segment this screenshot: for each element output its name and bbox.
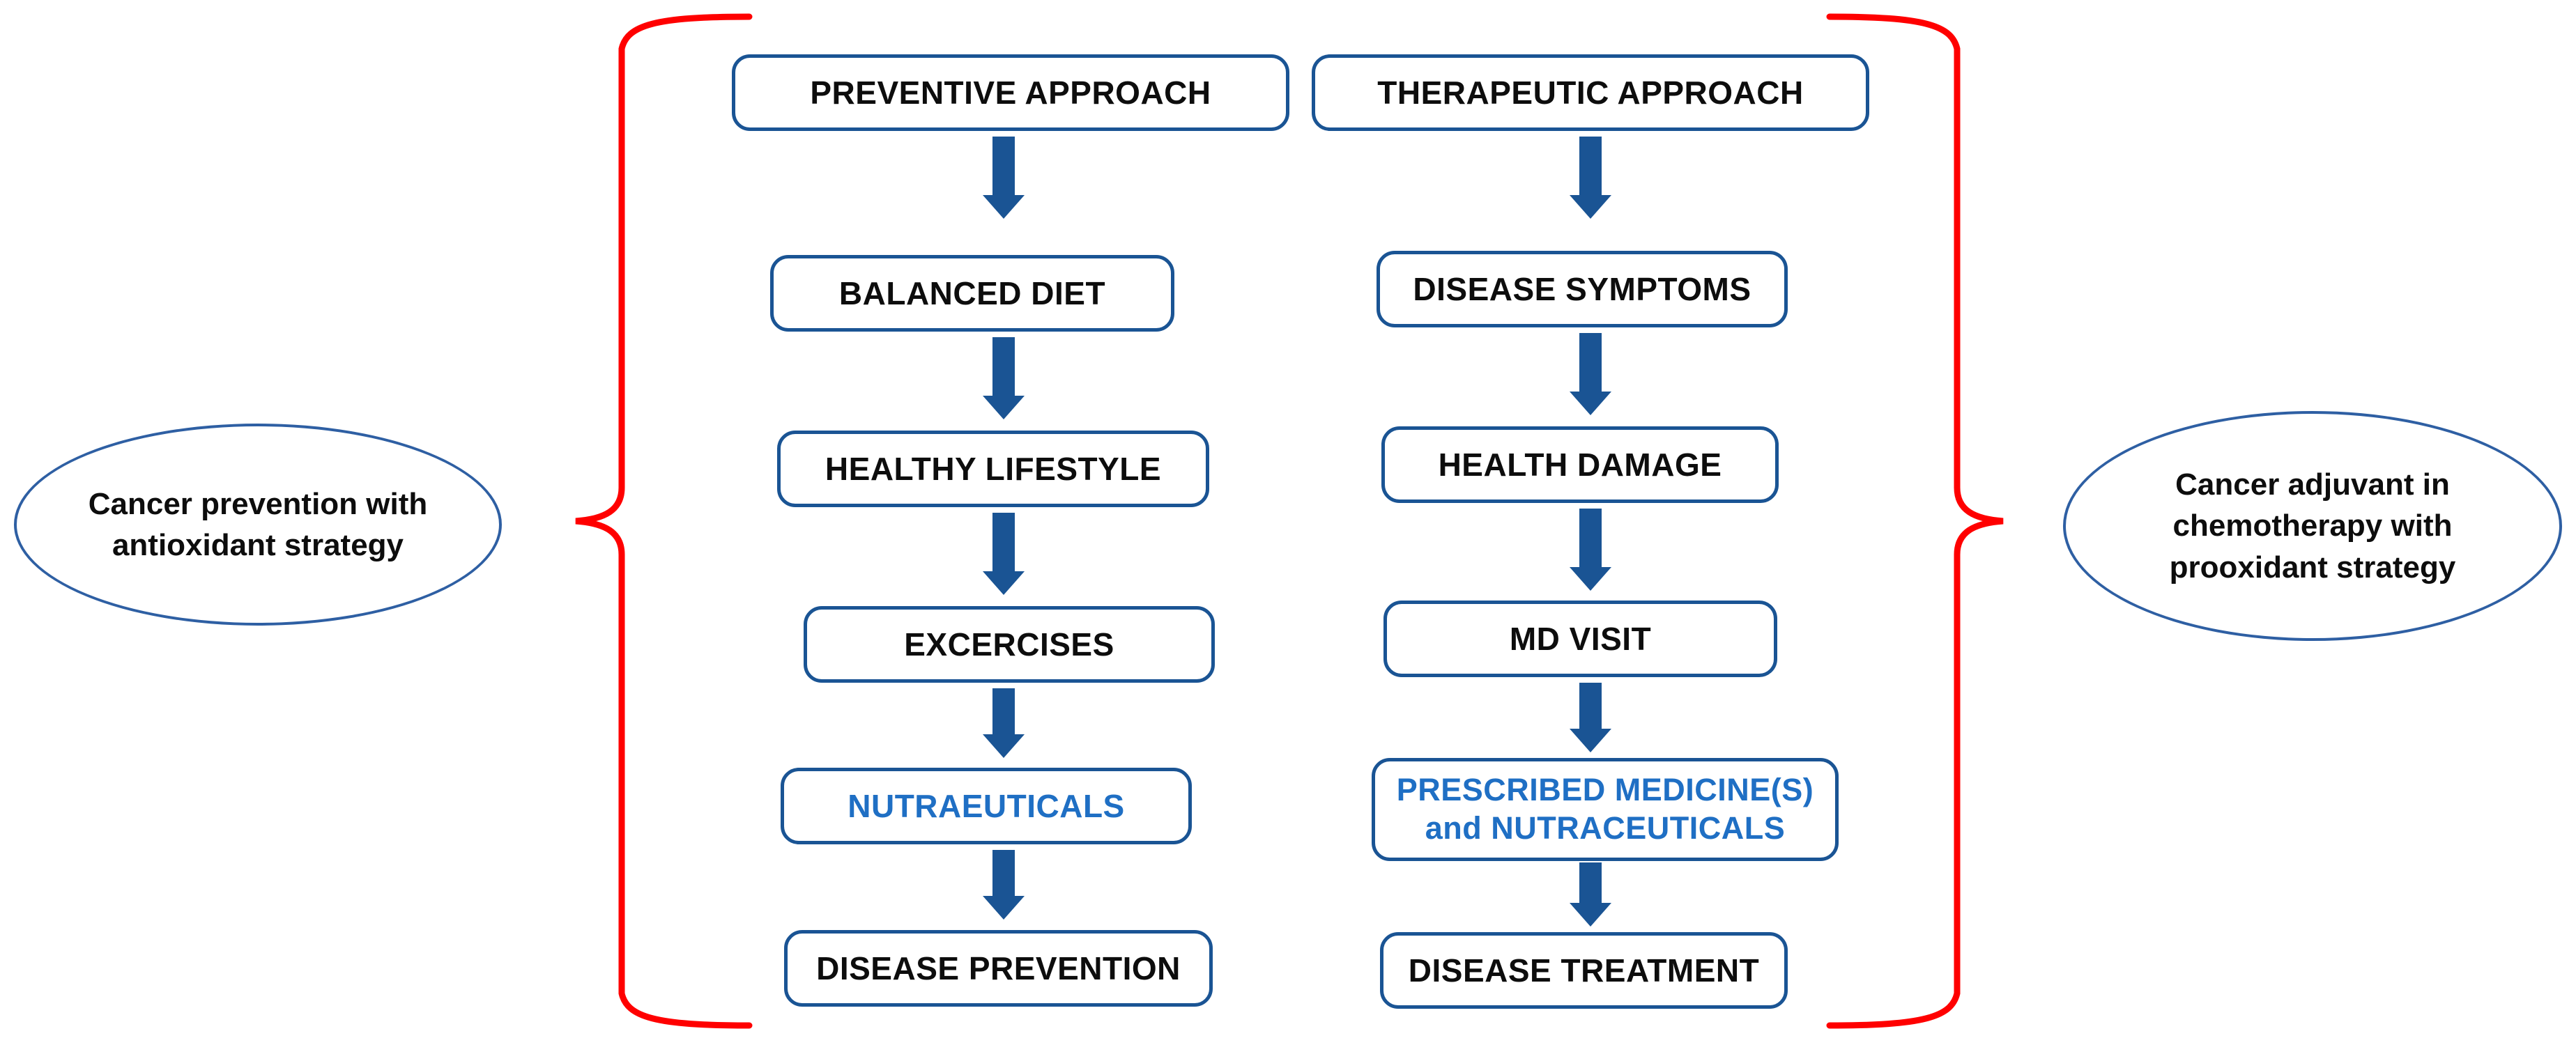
right-header-box[interactable]: THERAPEUTIC APPROACH: [1312, 54, 1869, 131]
right-step-label-4: PRESCRIBED MEDICINE(S) and NUTRACEUTICAL…: [1396, 772, 1814, 846]
left-header-label: PREVENTIVE APPROACH: [810, 74, 1211, 111]
left-step-box-2[interactable]: HEALTHY LIFESTYLE: [777, 431, 1209, 507]
right-arrow-2: [1549, 333, 1632, 415]
callout-ellipse-left: Cancer prevention with antioxidant strat…: [14, 424, 502, 626]
right-header-label: THERAPEUTIC APPROACH: [1377, 74, 1804, 111]
right-arrow-4: [1549, 683, 1632, 752]
left-arrow-1: [962, 137, 1045, 219]
callout-left-label: Cancer prevention with antioxidant strat…: [88, 486, 428, 562]
left-step-label-1: BALANCED DIET: [838, 274, 1106, 311]
right-step-label-2: HEALTH DAMAGE: [1438, 446, 1722, 483]
left-step-label-3: EXCERCISES: [904, 626, 1114, 663]
left-step-box-3[interactable]: EXCERCISES: [804, 606, 1215, 683]
right-step-box-4[interactable]: PRESCRIBED MEDICINE(S) and NUTRACEUTICAL…: [1372, 758, 1839, 861]
right-arrow-5: [1549, 862, 1632, 927]
left-step-box-1[interactable]: BALANCED DIET: [770, 255, 1174, 332]
right-step-box-2[interactable]: HEALTH DAMAGE: [1381, 426, 1779, 503]
left-step-label-2: HEALTHY LIFESTYLE: [825, 450, 1162, 487]
right-step-box-1[interactable]: DISEASE SYMPTOMS: [1377, 251, 1788, 327]
right-red-brace: [1826, 7, 2007, 1031]
left-step-box-5[interactable]: DISEASE PREVENTION: [784, 930, 1213, 1007]
callout-ellipse-right: Cancer adjuvant in chemotherapy with pro…: [2063, 411, 2562, 641]
left-header-box[interactable]: PREVENTIVE APPROACH: [732, 54, 1289, 131]
right-step-label-1: DISEASE SYMPTOMS: [1413, 270, 1751, 307]
right-step-label-3: MD VISIT: [1509, 620, 1652, 657]
right-step-box-5[interactable]: DISEASE TREATMENT: [1380, 932, 1788, 1009]
right-arrow-1: [1549, 137, 1632, 219]
right-step-box-3[interactable]: MD VISIT: [1383, 601, 1777, 677]
left-red-brace: [572, 7, 753, 1031]
left-arrow-3: [962, 513, 1045, 595]
left-arrow-4: [962, 688, 1045, 758]
left-step-label-5: DISEASE PREVENTION: [816, 950, 1181, 986]
left-step-box-4[interactable]: NUTRAEUTICALS: [781, 768, 1192, 844]
left-step-label-4: NUTRAEUTICALS: [848, 787, 1125, 824]
left-arrow-5: [962, 850, 1045, 920]
right-arrow-3: [1549, 509, 1632, 591]
right-step-label-5: DISEASE TREATMENT: [1408, 952, 1760, 989]
callout-right-label: Cancer adjuvant in chemotherapy with pro…: [2169, 467, 2456, 584]
left-arrow-2: [962, 337, 1045, 419]
